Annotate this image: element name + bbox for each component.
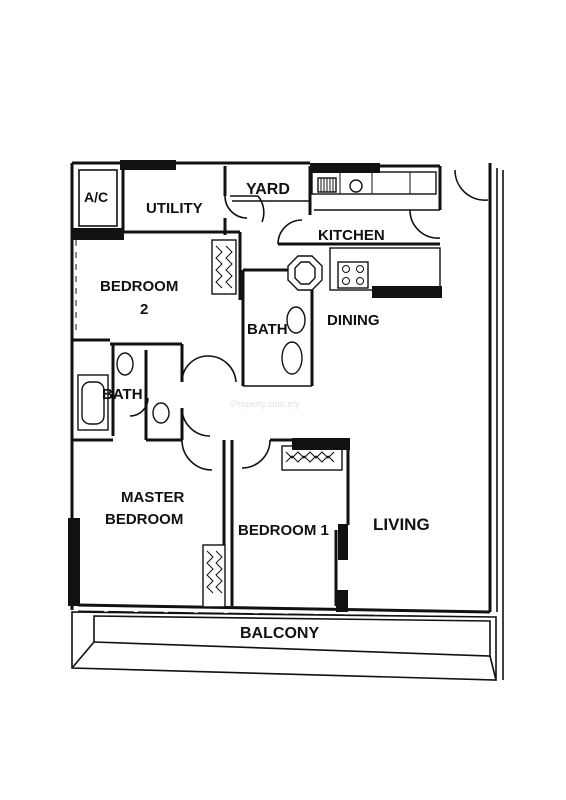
window-lines xyxy=(71,240,77,330)
label-living: LIVING xyxy=(373,515,430,534)
label-bath-upper: BATH xyxy=(247,321,288,338)
label-bedroom2-line2: 2 xyxy=(140,301,148,318)
label-bath-lower: BATH xyxy=(102,386,143,403)
label-utility: UTILITY xyxy=(146,200,203,217)
label-master-line2: BEDROOM xyxy=(105,511,183,528)
wardrobe-hatching xyxy=(206,245,335,594)
label-bedroom1: BEDROOM 1 xyxy=(238,522,329,539)
label-kitchen: KITCHEN xyxy=(318,227,385,244)
interior-walls xyxy=(72,166,442,608)
door-swings xyxy=(129,169,489,471)
label-yard: YARD xyxy=(246,181,290,198)
label-dining: DINING xyxy=(327,312,380,329)
watermark: iProperty.com.my xyxy=(230,399,300,409)
structural-blocks xyxy=(68,160,442,612)
balcony xyxy=(71,611,497,681)
label-ac: A/C xyxy=(84,189,108,205)
label-balcony: BALCONY xyxy=(240,625,319,642)
label-bedroom2-line1: BEDROOM xyxy=(100,278,178,295)
fixtures xyxy=(81,177,369,425)
outer-walls xyxy=(70,161,504,680)
label-master-line1: MASTER xyxy=(121,489,185,506)
